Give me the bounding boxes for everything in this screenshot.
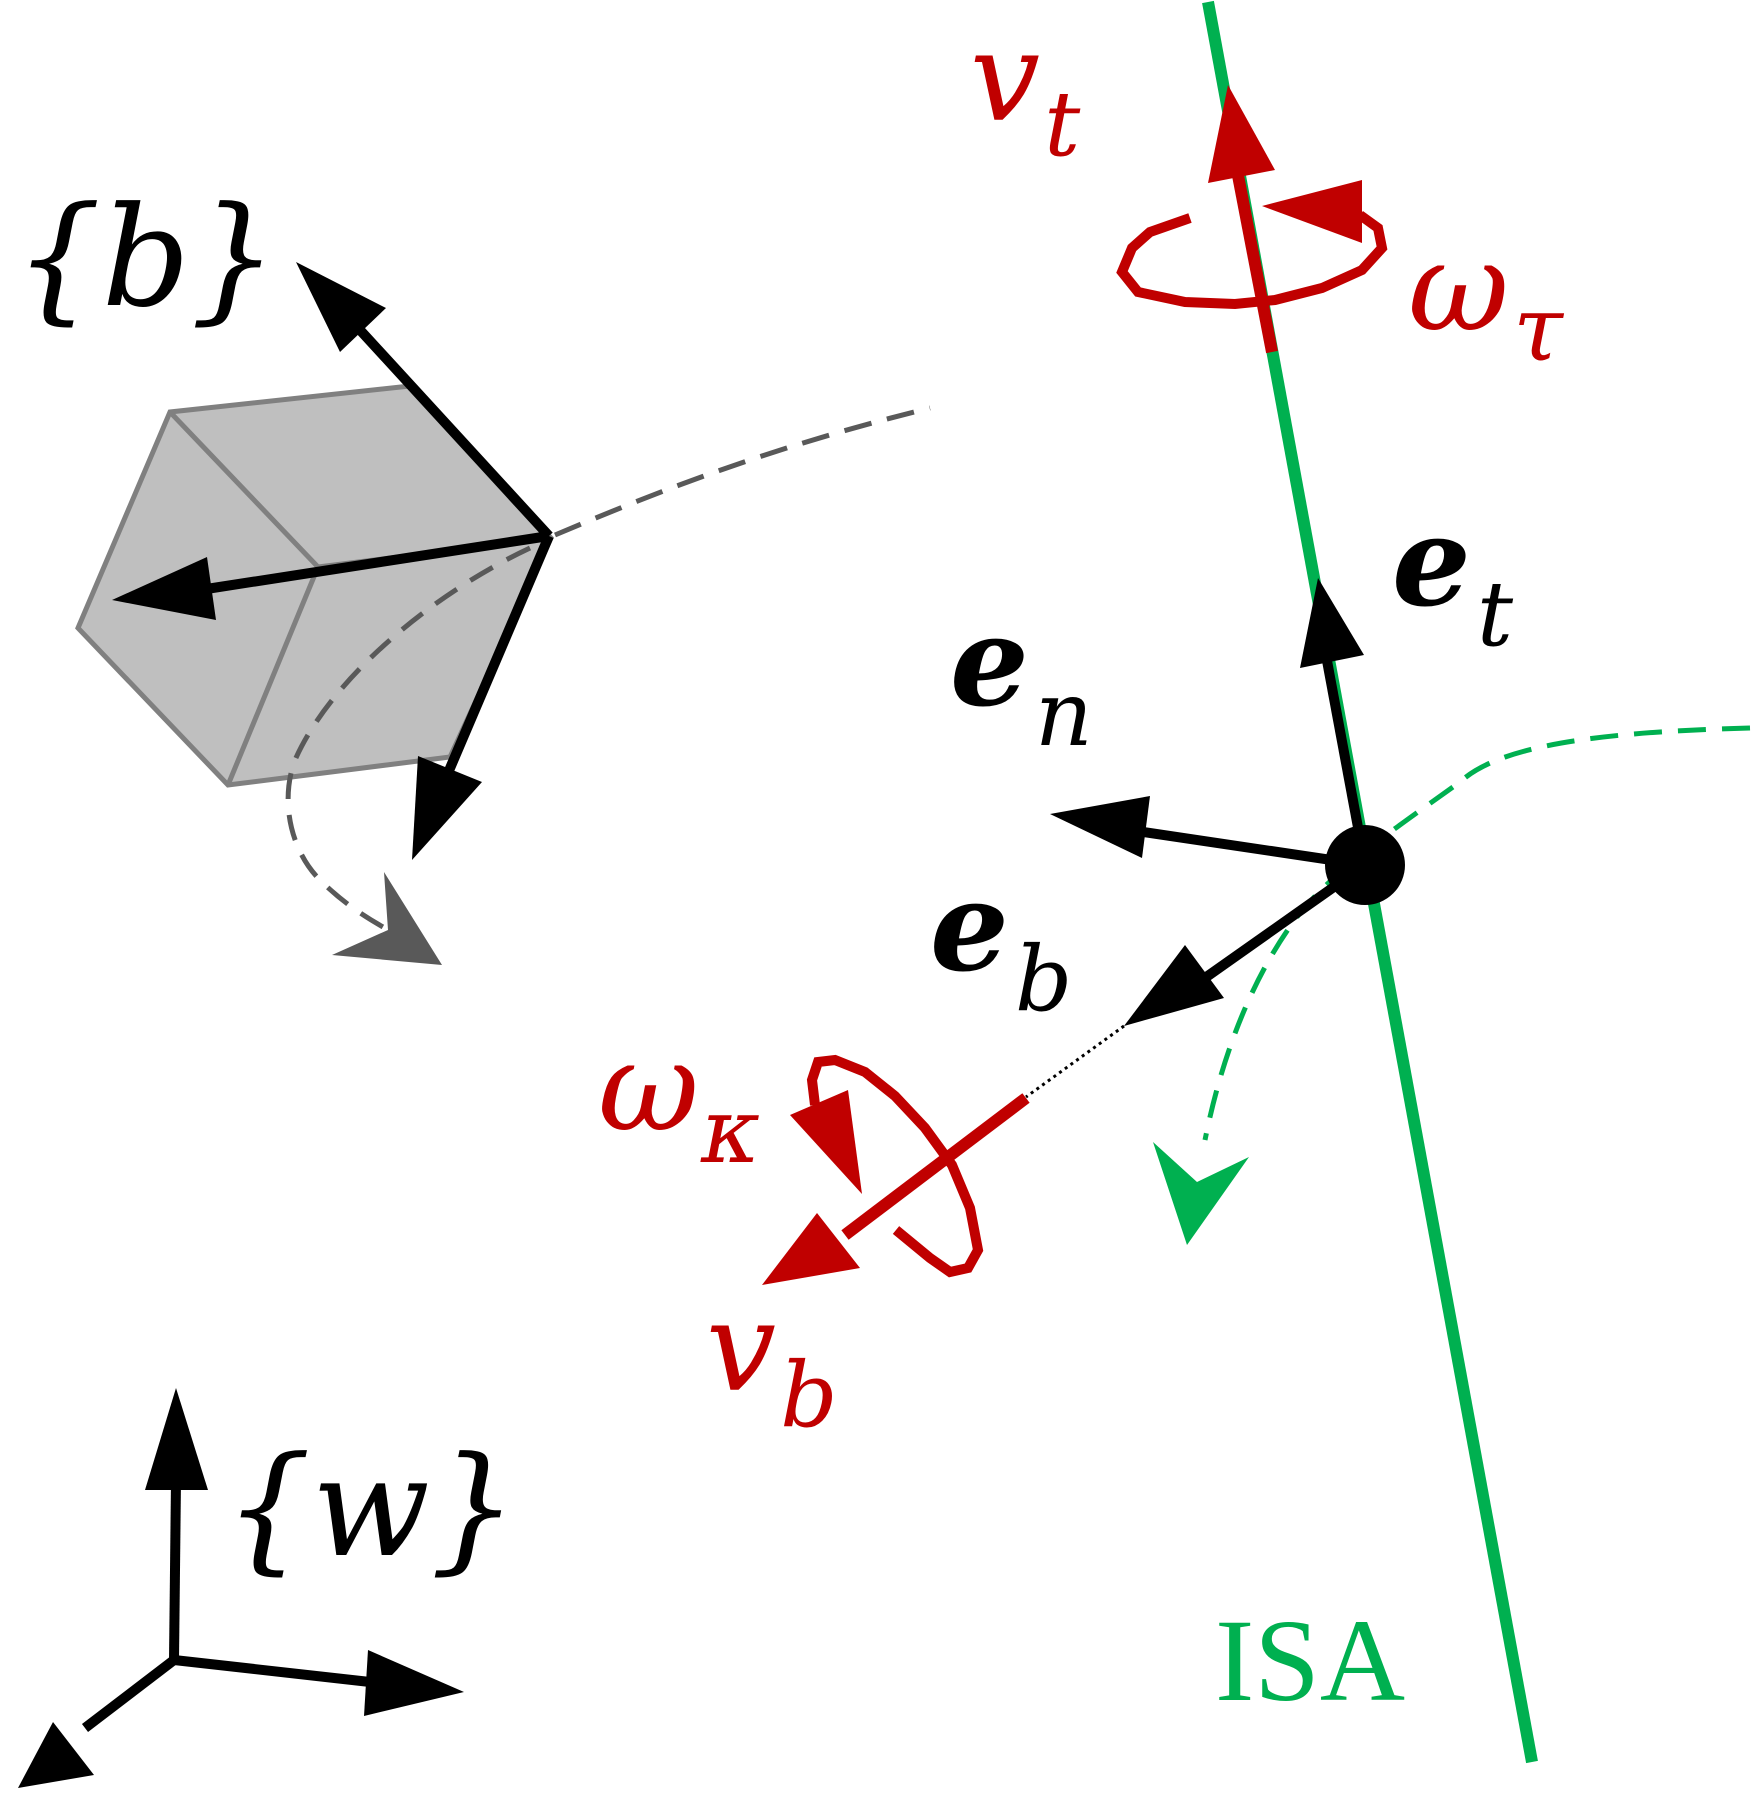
omega-tau-arrowhead (1262, 180, 1362, 243)
isa-label: ISA (1215, 1595, 1405, 1726)
world-axis-right-arrowhead (364, 1650, 464, 1716)
world-frame-label: {w} (224, 1427, 518, 1588)
e-n-label: en (950, 590, 1093, 767)
body-frame-axes (112, 262, 554, 860)
e-t-label: et (1392, 490, 1514, 667)
point-on-isa (1325, 825, 1405, 905)
e-t-arrowhead (1300, 578, 1364, 668)
v-t-sub: t (1044, 72, 1081, 177)
world-axis-up-arrowhead (145, 1388, 208, 1490)
body-axis-left-arrowhead (112, 557, 216, 620)
omega-kappa-label: ωκ (598, 1016, 760, 1184)
v-t-label: vt (970, 6, 1081, 177)
v-b-label: vb (706, 1276, 838, 1448)
body-rotation-dashed (285, 545, 532, 935)
omega-tau-arc (1116, 210, 1388, 310)
body-frame-label: {b} (14, 177, 278, 338)
body-axis-up-arrowhead (296, 262, 386, 352)
frenet-frame (1050, 578, 1405, 1026)
v-b-sub: b (780, 1343, 838, 1448)
world-frame-axes (18, 1388, 464, 1788)
omega-kappa-sub: κ (700, 1079, 760, 1184)
omega-tau-sub: τ (1513, 277, 1564, 382)
point-trajectory-arrowhead (1153, 1142, 1249, 1245)
omega-tau-label: ωτ (1408, 216, 1564, 382)
e-n-base: e (950, 590, 1029, 735)
omega-kappa-arrowhead (790, 1090, 862, 1194)
world-axis-diag-arrowhead (18, 1722, 94, 1788)
v-t-base: v (970, 6, 1040, 150)
omega-kappa-arc (806, 1054, 984, 1278)
v-t-arrowhead (1208, 85, 1275, 183)
v-b-arrowhead (762, 1213, 860, 1285)
e-t-sub: t (1477, 562, 1514, 667)
point-trajectory-dashed (1202, 725, 1751, 1141)
twist-on-e-b (762, 1054, 1030, 1285)
body-axis-down-arrowhead (412, 756, 482, 860)
omega-kappa-base: ω (598, 1016, 699, 1160)
v-b-base: v (706, 1276, 776, 1420)
e-b-base: e (930, 855, 1009, 1000)
e-b-arrowhead (1124, 945, 1224, 1026)
e-b-dotted-extension (1025, 1024, 1125, 1099)
twist-on-isa (1116, 85, 1388, 354)
omega-tau-base: ω (1408, 216, 1509, 360)
body-rotation-arrowhead (332, 872, 442, 965)
e-n-sub: n (1035, 662, 1093, 767)
e-t-base: e (1392, 490, 1471, 635)
e-b-label: eb (930, 855, 1073, 1032)
e-b-sub: b (1015, 927, 1073, 1032)
body-to-point-dashed (554, 405, 931, 538)
e-n-arrowhead (1050, 796, 1150, 858)
